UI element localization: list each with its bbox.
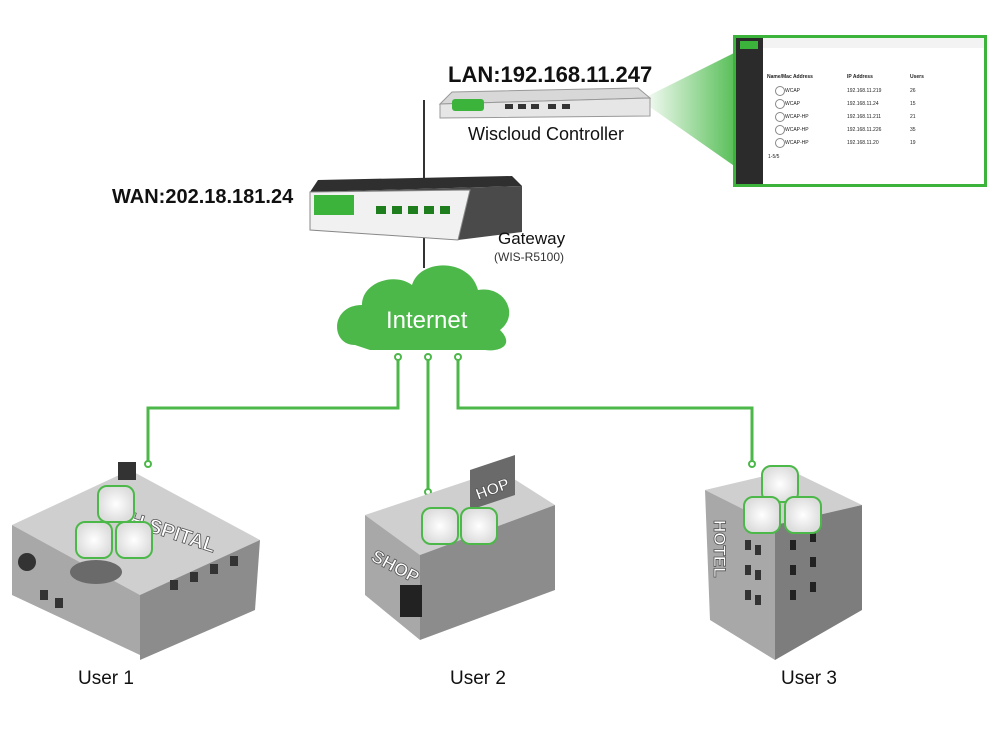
ap-device <box>115 521 153 559</box>
col-name: Name/Mac Address <box>767 74 813 80</box>
table-row: WCAP-HP 192.168.11.211 21 <box>767 112 977 127</box>
row-name: WCAP-HP <box>785 127 809 133</box>
ap-device <box>460 507 498 545</box>
ap-device <box>743 496 781 534</box>
ap-icon <box>775 86 785 96</box>
lan-address: LAN:192.168.11.247 <box>448 62 653 87</box>
row-name: WCAP <box>785 101 800 107</box>
controller-screenshot: Name/Mac Address IP Address Users WCAP 1… <box>733 35 987 187</box>
row-name: WCAP-HP <box>785 140 809 146</box>
ap-device <box>75 521 113 559</box>
ap-icon <box>775 138 785 148</box>
col-users: Users <box>910 74 924 80</box>
controller-device <box>438 87 652 119</box>
access-points <box>75 465 822 559</box>
wan-address: WAN:202.18.181.24 <box>112 186 294 208</box>
col-ip: IP Address <box>847 74 873 80</box>
gateway-label: Gateway <box>498 229 566 248</box>
internet-cloud <box>337 265 510 351</box>
screen-logo <box>740 41 758 49</box>
table-row: WCAP 192.168.11.219 26 <box>767 86 977 101</box>
row-users: 35 <box>910 127 916 133</box>
pagination: 1-5/5 <box>768 154 780 160</box>
table-row: WCAP-HP 192.168.11.20 19 <box>767 138 977 153</box>
ap-icon <box>775 99 785 109</box>
user-2-label: User 2 <box>450 668 506 689</box>
hospital-building <box>12 462 260 660</box>
controller-label: Wiscloud Controller <box>468 124 625 144</box>
row-users: 21 <box>910 114 916 120</box>
screen-sidebar <box>736 38 763 184</box>
gateway-device <box>309 176 522 241</box>
row-ip: 192.168.11.24 <box>847 101 879 107</box>
row-name: WCAP-HP <box>785 114 809 120</box>
row-ip: 192.168.11.211 <box>847 114 882 120</box>
row-name: WCAP <box>785 88 800 94</box>
ap-device <box>421 507 459 545</box>
user-3-label: User 3 <box>781 668 837 689</box>
screen-topbar <box>763 38 984 48</box>
table-row: WCAP-HP 192.168.11.226 35 <box>767 125 977 140</box>
ap-icon <box>775 125 785 135</box>
ap-device <box>97 485 135 523</box>
gateway-model: (WIS-R5100) <box>494 250 565 264</box>
connection-beam <box>640 50 740 170</box>
user-1-label: User 1 <box>78 668 134 689</box>
ap-device <box>784 496 822 534</box>
hotel-sign: HOTEL <box>710 520 729 578</box>
row-ip: 192.168.11.20 <box>847 140 879 146</box>
row-users: 19 <box>910 140 916 146</box>
shop-building <box>365 455 555 640</box>
internet-label: Internet <box>386 307 468 334</box>
table-row: WCAP 192.168.11.24 15 <box>767 99 977 114</box>
row-users: 15 <box>910 101 916 107</box>
row-ip: 192.168.11.219 <box>847 88 882 94</box>
ap-icon <box>775 112 785 122</box>
user-links <box>146 355 754 492</box>
row-ip: 192.168.11.226 <box>847 127 882 133</box>
row-users: 26 <box>910 88 916 94</box>
